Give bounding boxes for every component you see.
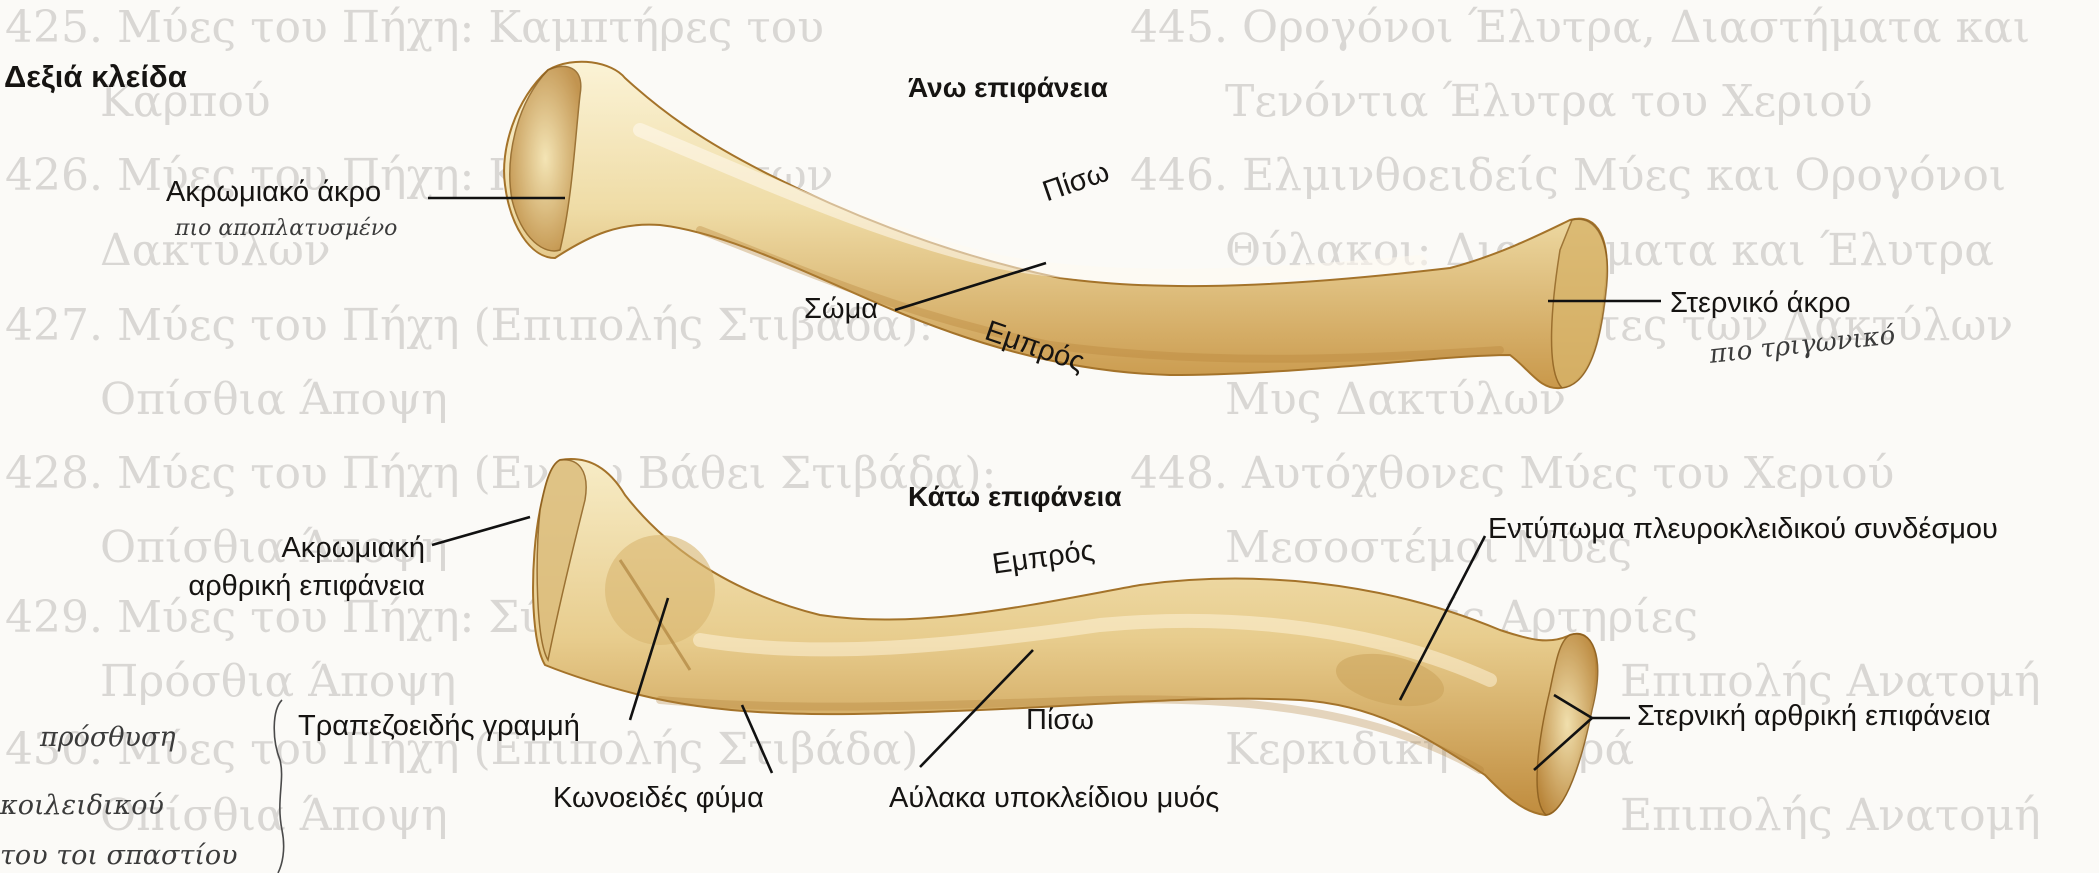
ghost-line: Οπίσθια Άποψη — [100, 522, 448, 573]
leader-subclavius-groove — [919, 649, 1034, 768]
leader-sternal-articular-lower — [1533, 717, 1593, 771]
label-acromial-articular-2: αρθρική επιφάνεια — [188, 570, 425, 602]
ghost-line: Δακτύλων — [100, 225, 331, 276]
leader-body — [894, 261, 1047, 312]
ghost-line: 428. Μύες του Πήχη (Εν τω Βάθει Στιβάδα)… — [5, 448, 997, 499]
figure-title: Δεξιά κλείδα — [4, 59, 187, 94]
ghost-line: 446. Ελμινθοειδείς Μύες και Ορογόνοι — [1130, 150, 2007, 201]
leader-acromial-articular — [431, 515, 531, 547]
upper-view-heading: Άνω επιφάνεια — [908, 72, 1108, 103]
ghost-line: 430. Μύες του Πήχη (Επιπολής Στιβάδα) — [5, 724, 919, 775]
ghost-line: Οπίσθια Άποψη — [100, 374, 448, 425]
label-subclavius-groove: Αύλακα υποκλείδιου μυός — [889, 782, 1220, 814]
label-sternal-articular: Στερνική αρθρική επιφάνεια — [1637, 700, 1991, 732]
ghost-line: Επιπολής Ανατομή — [1620, 790, 2041, 841]
label-conoid-tubercle: Κωνοειδές φύμα — [553, 782, 764, 814]
label-acromial-end: Ακρωμιακό άκρο — [166, 176, 382, 208]
handwritten-left-note-1: πρόσθυση — [40, 722, 176, 753]
ghost-line: Μυς Δακτύλων — [1225, 374, 1567, 425]
label-posterior-bottom: Πίσω — [1026, 704, 1094, 736]
ghost-line: 425. Μύες του Πήχη: Καμπτήρες του — [5, 2, 824, 53]
leader-conoid-tubercle — [740, 704, 774, 774]
handwritten-bracket — [273, 699, 285, 873]
leader-lines — [428, 196, 1661, 774]
leader-costoclavicular — [1398, 535, 1487, 701]
ghost-line: 445. Ορογόνοι Έλυτρα, Διαστήματα και — [1130, 2, 2031, 53]
handwritten-left-note-3: του τοι σπαστίου — [0, 840, 238, 871]
label-body: Σώμα — [804, 293, 879, 325]
leader-trapezoid-line — [628, 597, 670, 721]
lower-clavicle-bone — [532, 458, 1599, 817]
label-trapezoid-line: Τραπεζοειδής γραμμή — [298, 710, 580, 742]
label-costoclavicular-impression: Εντύπωμα πλευροκλειδικού συνδέσμου — [1488, 513, 1998, 545]
ghost-line: Επιπολής Ανατομή — [1620, 656, 2041, 707]
ghost-line: 427. Μύες του Πήχη (Επιπολής Στιβάδα): — [5, 300, 934, 351]
ghost-line: 448. Αυτόχθονες Μύες του Χεριού — [1130, 448, 1895, 499]
lower-view-heading: Κάτω επιφάνεια — [908, 481, 1122, 512]
handwritten-left-note-2: κοιλειδικού — [0, 790, 164, 821]
ghost-line: Τενόντια Έλυτρα του Χεριού — [1225, 76, 1873, 127]
handwritten-acromial-note: πιο αποπλατυσμένο — [175, 216, 398, 241]
upper-clavicle-bone — [503, 60, 1609, 390]
ghost-line: Οπίσθια Άποψη — [100, 790, 448, 841]
leader-sternal-articular-upper — [1553, 693, 1593, 720]
ghost-line: Καρπού — [100, 76, 271, 127]
ghost-line: Πρόσθια Άποψη — [100, 656, 457, 707]
ghost-line: Μεσοστέμοι Μύες — [1225, 522, 1633, 573]
label-sternal-end: Στερνικό άκρο — [1670, 287, 1851, 319]
label-acromial-articular-1: Ακρωμιακή — [281, 532, 425, 564]
